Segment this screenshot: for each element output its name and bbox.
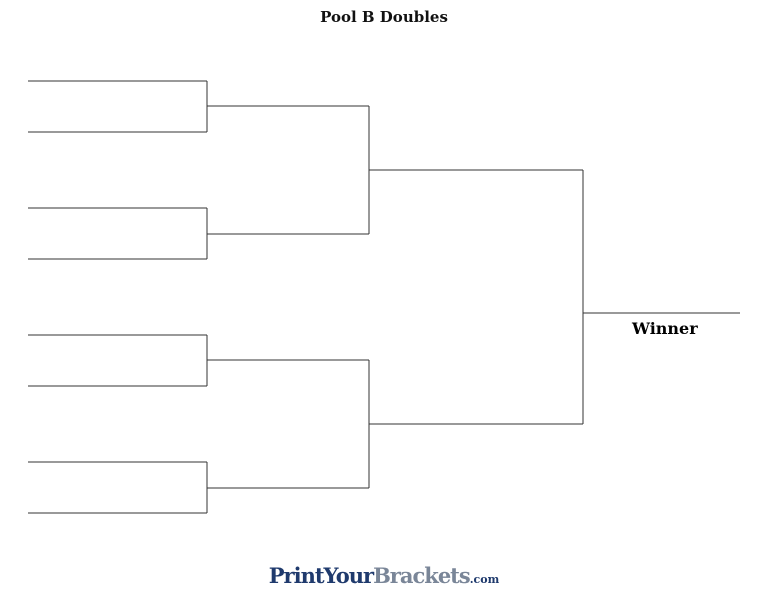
page-title: Pool B Doubles xyxy=(320,8,448,26)
brand-logo-part-brackets: Brackets xyxy=(373,563,471,588)
winner-label: Winner xyxy=(632,319,698,338)
brand-logo-part-printyour: PrintYour xyxy=(268,563,374,588)
brand-logo: PrintYourBrackets.com xyxy=(0,563,768,588)
brand-logo-part-tld: .com xyxy=(469,573,500,586)
